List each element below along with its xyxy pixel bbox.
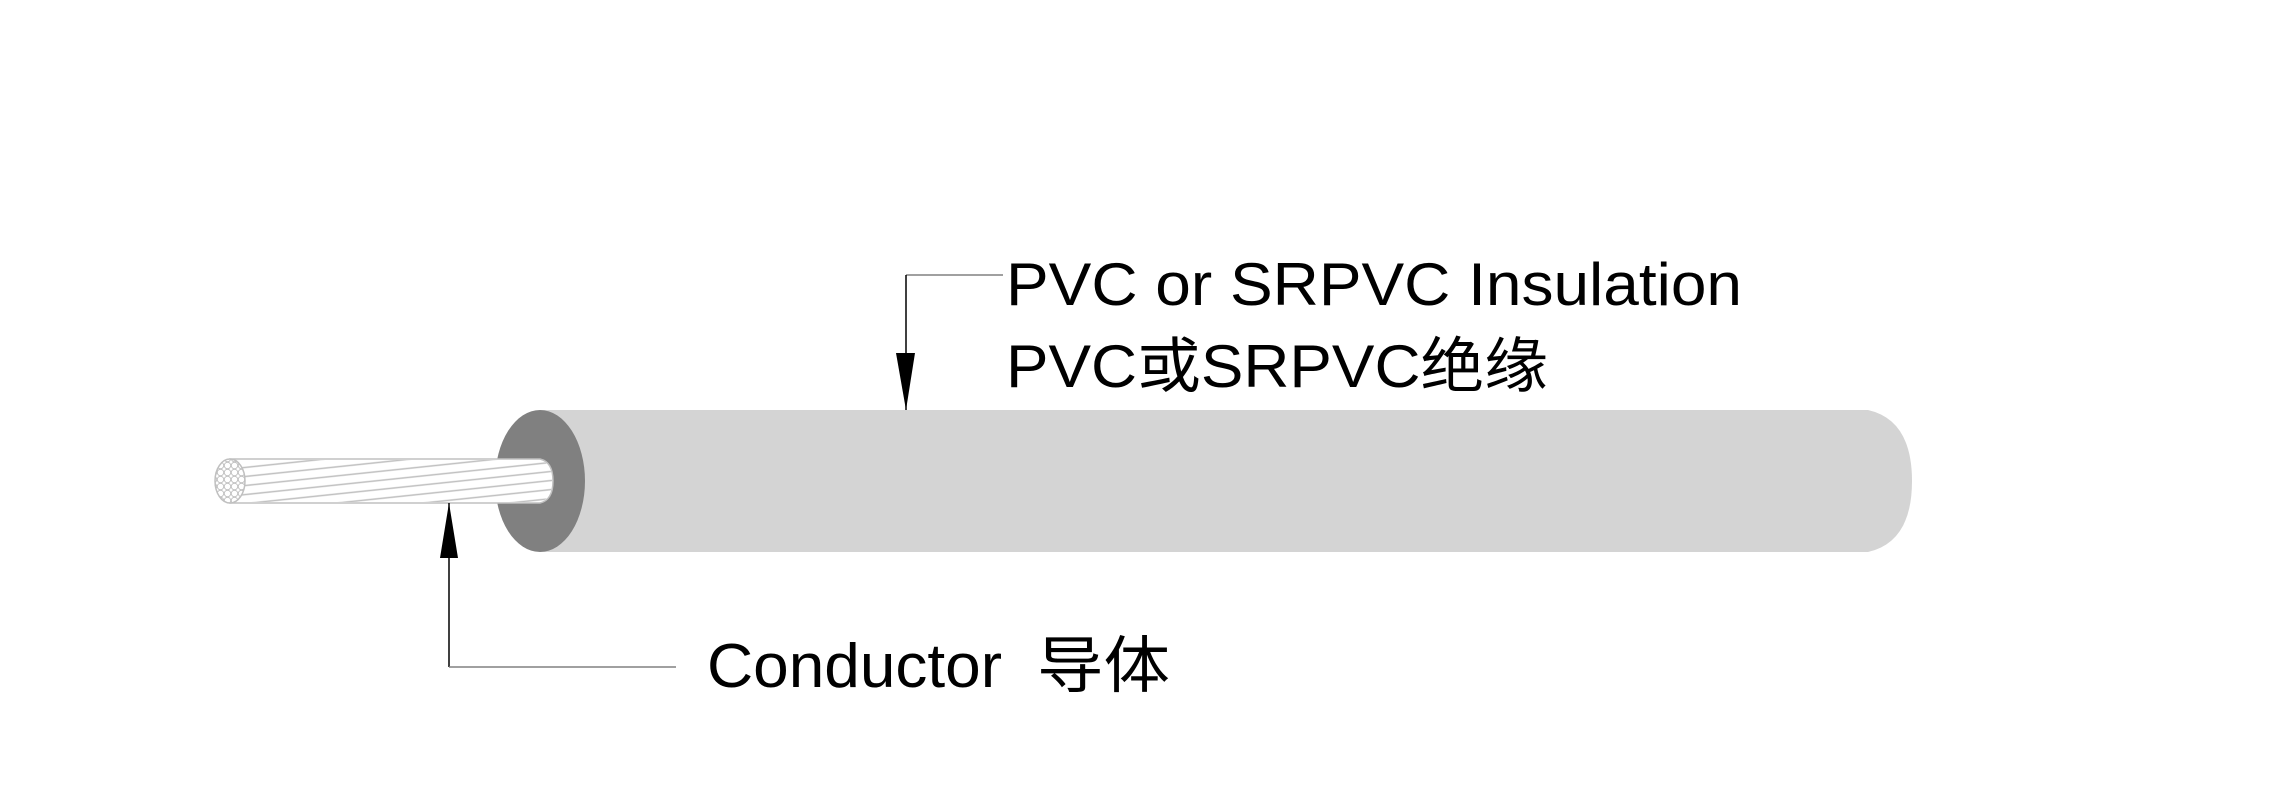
conductor-label-zh: 导体	[1037, 632, 1170, 701]
insulation-body	[540, 410, 1912, 552]
conductor-end-strands	[215, 459, 245, 503]
insulation-label-en: PVC or SRPVC Insulation	[1006, 251, 1742, 318]
insulation-leader	[896, 274, 1003, 410]
conductor-leader	[440, 503, 676, 668]
insulation-arrow-icon	[896, 353, 915, 410]
conductor	[214, 458, 554, 504]
conductor-arrow-icon	[440, 503, 458, 558]
conductor-label-en: Conductor	[707, 632, 1002, 701]
insulation	[495, 410, 1912, 552]
conductor-strands	[230, 460, 552, 502]
insulation-label-zh: PVC或SRPVC绝缘	[1006, 333, 1548, 400]
